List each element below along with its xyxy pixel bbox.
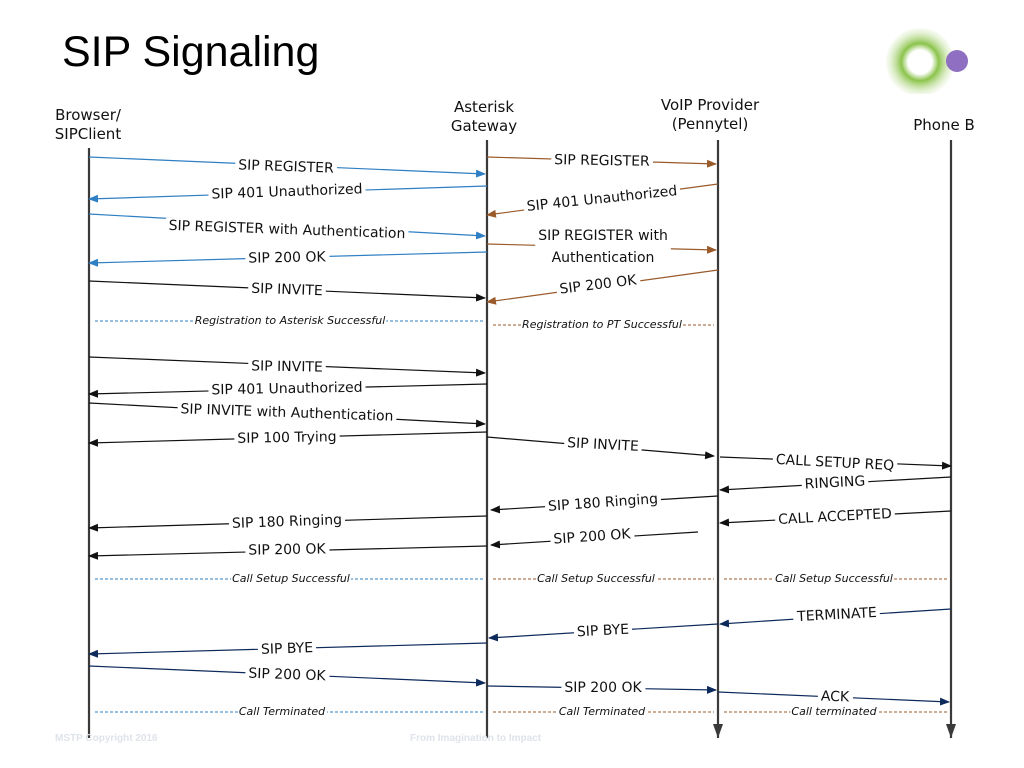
lifeline-arrow-voip	[713, 724, 723, 738]
message-arrow: SIP REGISTER with Authentication	[88, 213, 486, 243]
footer-tagline: From Imagination to Impact	[410, 733, 542, 744]
message-label: SIP INVITE	[251, 358, 323, 375]
status-label: Call Setup Successful	[232, 572, 350, 585]
message-arrow: SIP INVITE with Authentication	[88, 401, 486, 428]
message-label: TERMINATE	[796, 605, 877, 625]
message-label: SIP INVITE with Authentication	[180, 401, 393, 424]
message-arrow: SIP 200 OK	[490, 526, 699, 549]
message-arrow: TERMINATE	[719, 604, 952, 628]
message-arrow: ACK	[717, 688, 950, 706]
message-label: SIP 200 OK	[248, 249, 326, 266]
status-line: Call terminated	[724, 705, 947, 718]
message-arrow: SIP 401 Unauthorized	[88, 379, 488, 399]
status-line: Call Terminated	[493, 705, 714, 718]
message-arrow: RINGING	[719, 473, 952, 494]
logo-purple-circle	[946, 50, 968, 72]
lane-label-asterisk: Asterisk Gateway	[450, 98, 518, 135]
message-label: SIP BYE	[577, 622, 630, 641]
message-label: SIP 180 Ringing	[232, 512, 343, 532]
message-arrow: SIP INVITE	[88, 280, 486, 302]
message-arrow: SIP BYE	[488, 621, 719, 642]
message-arrow: CALL SETUP REQ	[719, 451, 952, 475]
message-arrow: SIP 200 OK	[88, 249, 488, 267]
message-label: SIP REGISTER with Authentication	[168, 218, 405, 242]
message-label: CALL SETUP REQ	[775, 452, 894, 474]
message-arrow: SIP 200 OK	[88, 541, 488, 560]
status-line: Call Setup Successful	[724, 572, 947, 585]
message-arrow: SIP 200 OK	[486, 680, 717, 696]
message-label: SIP REGISTER	[554, 152, 650, 170]
message-label: SIP 401 Unauthorized	[526, 183, 678, 215]
footer-copyright: MSTP Copyright 2016	[55, 733, 158, 744]
status-label: Call terminated	[791, 705, 877, 718]
status-label: Call Setup Successful	[537, 572, 655, 585]
lane-label-phone: Phone B	[913, 116, 975, 134]
status-label: Registration to PT Successful	[522, 318, 682, 331]
message-arrow: SIP 401 Unauthorized	[486, 182, 719, 218]
lane-label-voip: VoIP Provider (Pennytel)	[660, 96, 760, 133]
message-label: SIP 200 OK	[564, 680, 642, 696]
message-label: SIP 180 Ringing	[548, 491, 659, 515]
message-arrow: SIP INVITE	[88, 356, 486, 377]
slide-title: SIP Signaling	[62, 28, 320, 76]
message-label: SIP 200 OK	[553, 526, 632, 547]
status-label: Call Terminated	[559, 705, 646, 718]
logo-inner-circle	[908, 50, 932, 74]
message-arrow: SIP 180 Ringing	[88, 511, 488, 533]
message-arrow: SIP 200 OK	[486, 269, 719, 305]
message-label: RINGING	[804, 473, 865, 492]
message-label: SIP INVITE	[251, 281, 323, 299]
lifeline-arrow-phone	[946, 724, 956, 738]
message-label: SIP INVITE	[567, 435, 639, 455]
message-arrow: SIP 180 Ringing	[490, 490, 719, 516]
message-arrow: SIP 401 Unauthorized	[88, 181, 488, 203]
message-label: SIP 401 Unauthorized	[211, 181, 363, 202]
lane-label-browser: Browser/ SIPClient	[54, 106, 122, 143]
status-label: Registration to Asterisk Successful	[195, 314, 386, 327]
status-line: Registration to PT Successful	[493, 318, 714, 331]
status-line: Call Terminated	[95, 705, 483, 718]
message-arrow: SIP 200 OK	[88, 665, 486, 687]
message-label: SIP 200 OK	[248, 666, 327, 685]
message-label: SIP 200 OK	[248, 541, 326, 558]
message-arrow: SIP BYE	[88, 639, 488, 659]
message-label: SIP 100 Trying	[237, 429, 337, 447]
message-label: SIP 401 Unauthorized	[211, 380, 362, 399]
status-line: Call Setup Successful	[493, 572, 714, 585]
message-arrow: SIP 100 Trying	[88, 429, 488, 447]
status-line: Registration to Asterisk Successful	[95, 314, 483, 327]
message-arrow: SIP REGISTER	[88, 156, 486, 178]
message-label: SIP REGISTER	[238, 157, 334, 176]
message-arrow: SIP INVITE	[486, 434, 715, 460]
message-label: CALL ACCEPTED	[778, 506, 892, 528]
message-label: SIP 200 OK	[559, 272, 638, 297]
message-label: SIP BYE	[261, 640, 314, 658]
status-label: Call Setup Successful	[775, 572, 893, 585]
message-arrow: CALL ACCEPTED	[719, 505, 952, 529]
message-arrow: SIP REGISTER	[486, 152, 717, 170]
status-label: Call Terminated	[239, 705, 326, 718]
status-line: Call Setup Successful	[95, 572, 483, 585]
message-label: ACK	[821, 689, 851, 706]
brand-logo	[886, 28, 968, 94]
